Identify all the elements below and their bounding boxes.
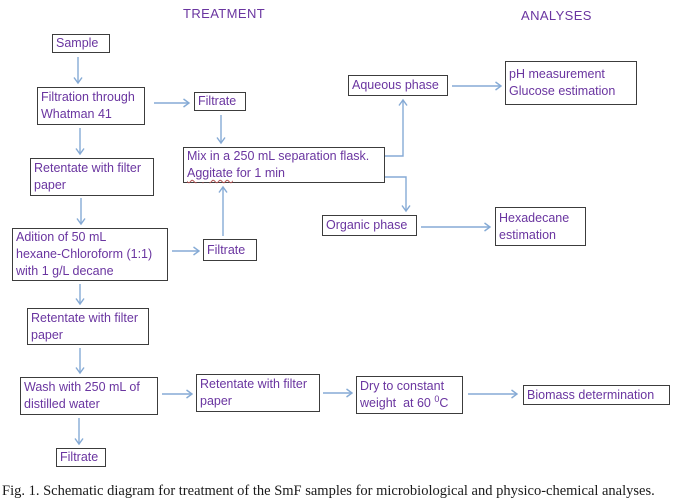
flow-box-biomass: Biomass determination <box>523 385 670 405</box>
flow-box-filtrate-bottom: Filtrate <box>56 448 106 467</box>
flow-box-retentate-3: Retentate with filter paper <box>196 374 320 412</box>
flow-box-wash: Wash with 250 mL of distilled water <box>20 377 158 415</box>
figure-caption: Fig. 1. Schematic diagram for treatment … <box>2 483 655 499</box>
column-heading-analyses: ANALYSES <box>521 8 592 23</box>
flow-box-retentate-2: Retentate with filter paper <box>27 308 149 345</box>
arrow-mix-to-aqueous <box>384 98 408 157</box>
mix-label: Mix in a 250 mL separation flask.Aggitat… <box>187 149 370 180</box>
misspelled-word: Aggitate <box>187 166 233 180</box>
flow-box-hexadecane: Hexadecane estimation <box>495 207 586 246</box>
flow-box-organic-phase: Organic phase <box>322 215 417 236</box>
flow-box-sample: Sample <box>52 34 110 53</box>
flow-box-filtrate-mid: Filtrate <box>203 239 257 261</box>
flow-box-retentate-1: Retentate with filter paper <box>30 158 154 196</box>
flow-box-addition: Adition of 50 mL hexane-Chloroform (1:1)… <box>12 228 168 281</box>
flow-box-mix: Mix in a 250 mL separation flask.Aggitat… <box>183 147 385 183</box>
column-heading-treatment: TREATMENT <box>183 6 266 21</box>
flow-box-filtration: Filtration through Whatman 41 <box>37 87 145 125</box>
flow-box-ph-glucose: pH measurement Glucose estimation <box>505 61 637 105</box>
arrow-mix-to-organic <box>384 176 411 213</box>
flow-box-aqueous-phase: Aqueous phase <box>348 75 448 96</box>
flow-box-filtrate-top: Filtrate <box>194 92 246 111</box>
